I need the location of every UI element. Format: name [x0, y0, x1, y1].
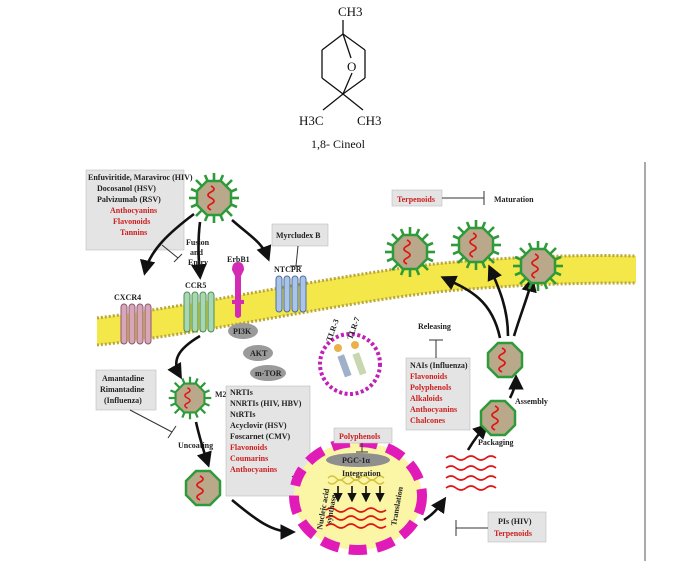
release-inhibitor-red-3: Alkaloids: [410, 394, 442, 403]
release-inhibitor-red-4: Anthocyanins: [410, 405, 457, 414]
myrcludex-label: Myrcludex B: [276, 231, 321, 240]
release-inhibitor-red-1: Flavonoids: [410, 372, 447, 381]
cineol-structure: CH3 O H3C CH3 1,8- Cineol: [299, 4, 382, 151]
rt-inhibitor-5: Foscarnet (CMV): [230, 432, 291, 441]
arrow-assembly: [508, 374, 524, 399]
protease-inhibitor-red-1: Terpenoids: [494, 529, 532, 538]
arrow-release-mid: [487, 264, 510, 337]
entry-inhibitor-red-2: Flavonoids: [113, 217, 150, 226]
entry-inhibitor-red-3: Tannins: [120, 228, 147, 237]
oxygen-label: O: [347, 59, 356, 74]
arrow-to-ccr5: [191, 221, 207, 280]
tlr-receptors: [334, 341, 367, 378]
maturation-label: Maturation: [494, 195, 534, 204]
entry-inhibitor-red-1: Anthocyanins: [110, 206, 157, 215]
tlr-endosome: [318, 332, 382, 396]
entry-inhibitor-3: Palvizumab (RSV): [97, 195, 161, 204]
mtor-node: [250, 365, 286, 381]
nucleus: [289, 437, 427, 555]
protease-inhibitors-box: [487, 511, 547, 543]
structure-caption: 1,8- Cineol: [311, 137, 366, 151]
fusion-entry-label: Fusion and Entry: [186, 238, 210, 267]
fusion-word: Fusion: [186, 238, 210, 247]
rt-inhibitor-red-3: Anthocyanins: [230, 465, 277, 474]
assembly-label: Assembly: [515, 397, 548, 406]
rt-inhibitor-red-1: Flavonoids: [230, 443, 267, 452]
ntcpr-receptor: [275, 275, 307, 313]
pi3k-node: [228, 323, 258, 339]
uncoating-inhibitor-1: Amantadine: [102, 374, 145, 383]
release-inhibitors-box: [405, 357, 471, 431]
internalised-virus: [167, 375, 213, 421]
packaged-capsid: [479, 399, 517, 437]
maturation-inhibitor-label: Terpenoids: [397, 195, 435, 204]
uncoated-capsid: [184, 469, 222, 507]
mtor-label: m-TOR: [255, 369, 282, 378]
rt-inhibitor-1: NRTIs: [230, 388, 253, 397]
entry-inhibit-bar: [173, 253, 183, 263]
rt-inhibitor-3: NtRTIs: [230, 410, 256, 419]
uncoating-label: Uncoating: [178, 441, 213, 450]
polyphenols-box: [333, 427, 393, 444]
protease-inhibitor-1: PIs (HIV): [498, 517, 532, 526]
m2-label: M2+: [215, 390, 232, 399]
ccr5-label: CCR5: [185, 281, 206, 290]
uncoating-inhibitors-box: [95, 369, 157, 411]
erbb1-label: ErbB1: [227, 255, 250, 264]
methyl-right-label: CH3: [357, 113, 382, 128]
assembled-virion: [486, 341, 524, 379]
released-virion-3: [511, 239, 565, 293]
entry-inhibit-line: [161, 244, 179, 259]
release-inhibitor-red-2: Polyphenols: [410, 383, 451, 392]
cxcr4-receptor: [120, 303, 152, 345]
methyl-left-label: H3C: [299, 113, 324, 128]
entry-inhibitor-1: Enfuviritide, Maraviroc (HIV): [88, 173, 193, 182]
ntcpr-label: NTCPR: [274, 265, 302, 274]
release-inhibitor-1: NAIs (Influenza): [410, 361, 468, 370]
packaging-label: Packaging: [478, 438, 514, 447]
erbb1-receptor: [232, 262, 244, 318]
arrow-export: [423, 496, 447, 522]
integration-label: Integration: [342, 469, 381, 478]
entry-word: Entry: [188, 258, 208, 267]
arrow-to-nucleus: [231, 499, 296, 540]
cxcr4-label: CXCR4: [114, 293, 141, 302]
uncoating-inhibitor-2: Rimantadine: [100, 385, 145, 394]
rt-inhibitor-4: Acyclovir (HSV): [230, 421, 287, 430]
akt-node: [243, 345, 273, 361]
and-word: and: [190, 248, 203, 257]
myrcludex-box: [271, 223, 329, 247]
rt-inhibitor-red-2: Coumarins: [230, 454, 268, 463]
myrcludex-inhibit-line: [295, 245, 299, 267]
rt-inhibitors-text: NRTIs NNRTIs (HIV, HBV) NtRTIs Acyclovir…: [230, 388, 302, 474]
arrow-release-left: [440, 275, 502, 339]
arrow-uncoating: [194, 421, 212, 468]
released-virion-2: [449, 218, 503, 272]
polyphenols-label: Polyphenols: [339, 432, 380, 441]
arrow-endocytosis: [167, 334, 201, 380]
arrow-to-ntcpr: [231, 219, 272, 262]
uncoating-inhibit-line: [129, 409, 173, 433]
uncoating-inhibitor-3: (Influenza): [104, 396, 142, 405]
ccr5-receptor: [183, 291, 215, 333]
akt-label: AKT: [250, 349, 268, 358]
entry-inhibitors-text: Enfuviritide, Maraviroc (HIV) Docosanol …: [88, 173, 193, 237]
pgc-label: PGC-1α: [342, 456, 371, 465]
methyl-top-label: CH3: [338, 4, 363, 19]
pi3k-label: PI3K: [233, 327, 252, 336]
rt-inhibitor-2: NNRTIs (HIV, HBV): [230, 399, 302, 408]
release-inhibitor-red-5: Chalcones: [410, 416, 445, 425]
releasing-label: Releasing: [418, 322, 451, 331]
entering-virus: [187, 171, 241, 225]
released-virion-1: [383, 225, 437, 279]
arrow-to-cxcr4: [139, 212, 195, 276]
new-rna: [445, 455, 497, 491]
entry-inhibitor-2: Docosanol (HSV): [97, 184, 156, 193]
uncoating-inhibit-bar: [167, 425, 177, 439]
